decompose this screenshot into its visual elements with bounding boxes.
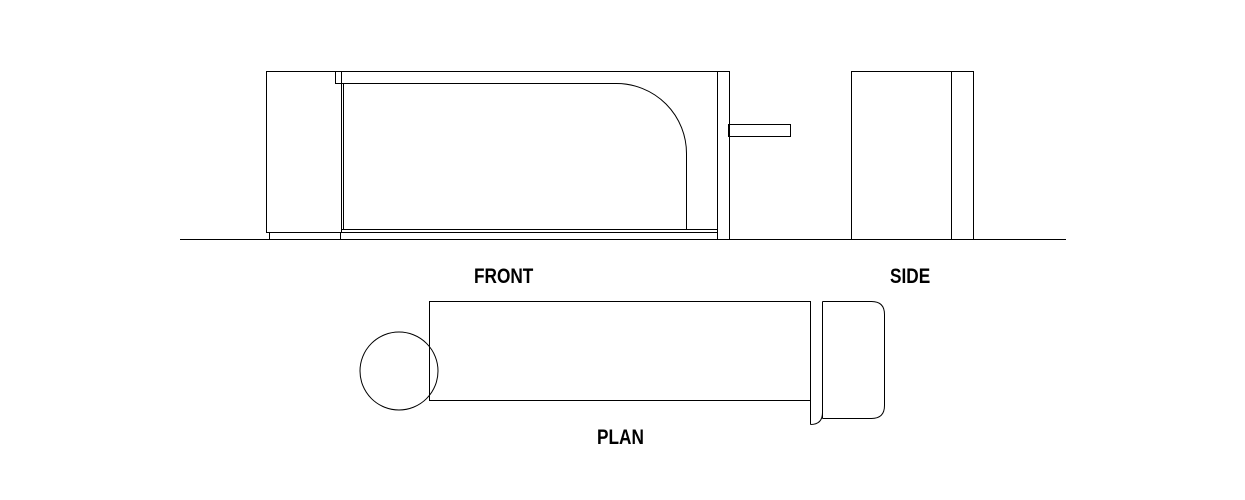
- plan-view: [359, 301, 885, 425]
- front-spout: [728, 124, 791, 137]
- front-view: [266, 71, 791, 240]
- side-panel: [951, 71, 974, 240]
- plan-view-label: PLAN: [597, 426, 644, 449]
- side-body: [851, 71, 952, 240]
- front-view-label: FRONT: [474, 265, 534, 288]
- front-right-panel: [717, 71, 730, 240]
- front-tub-body: [343, 83, 687, 230]
- plan-end-cap: [822, 301, 885, 419]
- front-top-lip: [335, 71, 344, 84]
- side-view: [851, 71, 974, 240]
- plan-end-cap-bottom: [810, 412, 823, 425]
- plan-tub-body: [429, 301, 811, 401]
- front-left-panel: [266, 71, 342, 233]
- front-left-foot: [269, 232, 341, 240]
- plan-circle: [359, 331, 439, 411]
- side-view-label: SIDE: [890, 265, 931, 288]
